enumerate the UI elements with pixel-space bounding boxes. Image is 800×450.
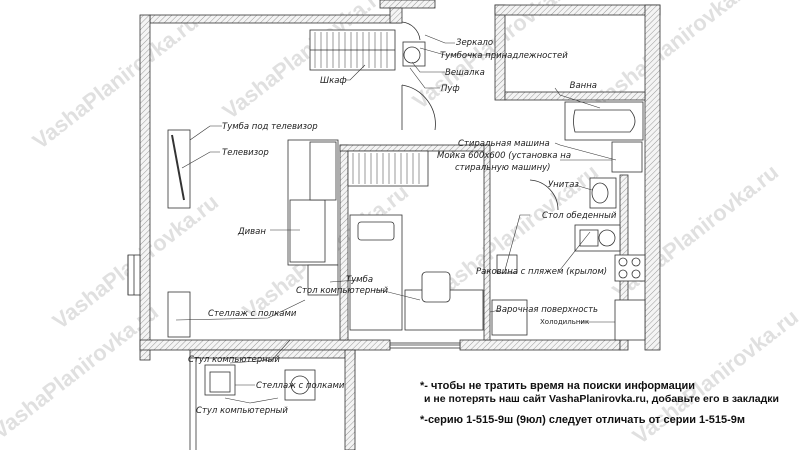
label-nightstand: Тумба xyxy=(346,275,373,285)
label-computer-chair-2: Стул компьютерный xyxy=(196,406,288,416)
dining-table-shape xyxy=(491,299,528,336)
furniture xyxy=(167,21,646,401)
label-tv-stand: Тумба под телевизор xyxy=(222,122,318,132)
label-shelf-2: Стеллаж с полками xyxy=(256,381,345,391)
label-sink-line1: Мойка 600х600 (установка на xyxy=(437,151,571,161)
fridge-shape xyxy=(614,299,646,341)
tv-shape xyxy=(171,134,185,201)
label-sink-line2: стиральную машину) xyxy=(455,163,550,173)
label-bath: Ванна xyxy=(570,81,597,91)
wardrobe-2-shape xyxy=(347,150,429,187)
label-tv: Телевизор xyxy=(222,148,269,158)
label-sofa: Диван xyxy=(237,227,266,237)
note-line-1: *- чтобы не тратить время на поиски инфо… xyxy=(420,380,696,392)
shelf-1-shape xyxy=(167,291,191,338)
nightstand-shape xyxy=(307,264,339,296)
desk-chair-shape xyxy=(421,271,451,303)
leader-lines xyxy=(175,34,617,404)
watermark: VashaPlanirovka.ru xyxy=(0,299,163,444)
label-pouf: Пуф xyxy=(441,84,460,94)
label-computer-chair-1: Стул компьютерный xyxy=(188,355,280,365)
label-hob: Варочная поверхность xyxy=(496,305,598,315)
label-shelf-1: Стеллаж с полками xyxy=(208,309,297,319)
watermark: VashaPlanirovka.ru xyxy=(608,159,783,304)
label-nightstand-acc: Тумбочка принадлежностей xyxy=(440,51,568,61)
label-computer-desk: Стол компьютерный xyxy=(296,286,389,296)
labels: Зеркало Тумбочка принадлежностей Вешалка… xyxy=(188,38,617,416)
label-mirror: Зеркало xyxy=(456,38,493,48)
loggia-chair-1-shape xyxy=(209,371,231,393)
label-washing-machine: Стиральная машина xyxy=(458,139,550,149)
washing-machine-shape xyxy=(611,141,643,173)
hanger-shape xyxy=(403,46,421,64)
hob-shape xyxy=(614,254,646,282)
note-line-3: *-серию 1-515-9ш (9юл) следует отличать … xyxy=(420,414,746,426)
label-hanger: Вешалка xyxy=(445,68,485,78)
label-toilet: Унитаз xyxy=(548,180,579,190)
label-sink-drying: Раковина с пляжем (крылом) xyxy=(476,267,607,277)
label-fridge: Холодильник xyxy=(540,318,589,326)
note-line-2: и не потерять наш сайт VashaPlanirovka.r… xyxy=(424,393,780,405)
label-wardrobe: Шкаф xyxy=(320,76,347,86)
label-dining-table: Стол обеденный xyxy=(542,211,617,221)
